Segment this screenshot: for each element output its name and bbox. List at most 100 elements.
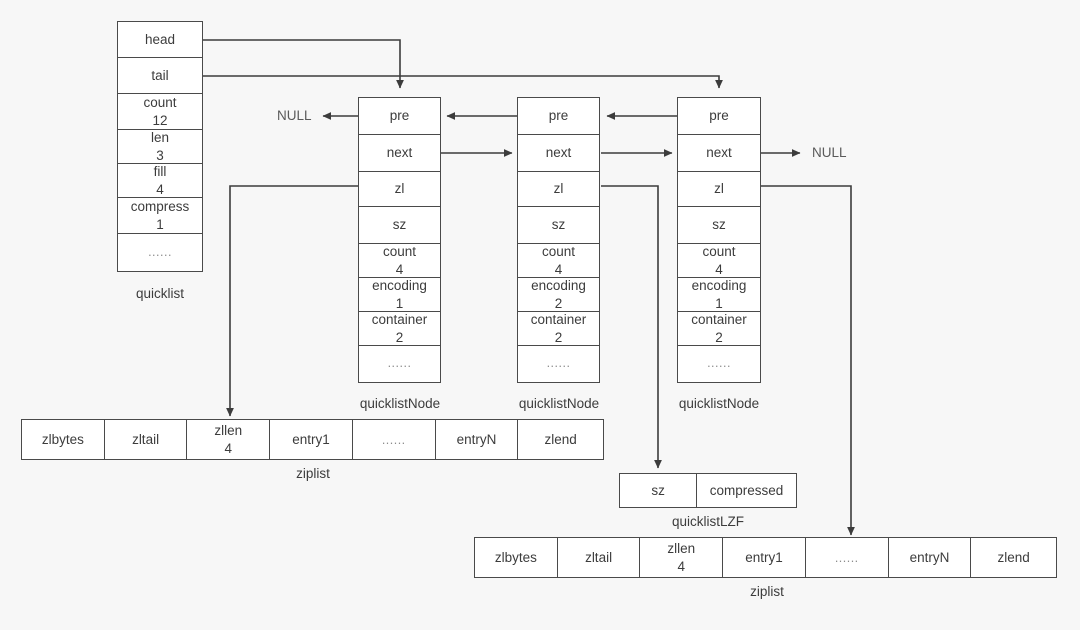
- node2-field-encoding: encoding 2: [518, 278, 599, 312]
- quicklistnode-3-caption: quicklistNode: [678, 396, 760, 411]
- quicklist-struct: head tail count 12 len 3 fill 4 compress…: [117, 21, 203, 272]
- lzf-cell-sz: sz: [620, 474, 698, 507]
- node2-field-container: container 2: [518, 312, 599, 346]
- cell-label: entryN: [456, 431, 497, 447]
- cell-label: sz: [651, 482, 665, 498]
- quicklist-field-len: len 3: [118, 130, 202, 164]
- field-label: zl: [394, 181, 405, 197]
- field-label: sz: [712, 217, 726, 233]
- field-label: next: [545, 145, 572, 161]
- quicklist-field-tail: tail: [118, 58, 202, 94]
- ziplist-top-cell-zlbytes: zlbytes: [22, 420, 105, 459]
- wire-head-to-node1: [203, 39, 404, 89]
- node1-field-container: container 2: [359, 312, 440, 346]
- node3-field-sz: sz: [678, 207, 760, 244]
- node2-field-zl: zl: [518, 172, 599, 207]
- quicklistnode-1-caption: quicklistNode: [359, 396, 441, 411]
- ellipsis-text: ......: [834, 550, 859, 565]
- node3-field-encoding: encoding 1: [678, 278, 760, 312]
- field-value: 3: [156, 147, 164, 163]
- cell-value: 4: [224, 440, 233, 456]
- node1-field-more: ......: [359, 346, 440, 380]
- ziplist-bottom-cell-zlend: zlend: [971, 538, 1056, 577]
- field-value: 12: [152, 112, 168, 128]
- field-label: encoding: [372, 278, 427, 294]
- node1-field-pre: pre: [359, 98, 440, 135]
- cell-label: entry1: [745, 549, 783, 565]
- ellipsis-text: ......: [707, 356, 731, 370]
- null-label-tail-next: NULL: [812, 145, 847, 160]
- node2-field-next: next: [518, 135, 599, 172]
- field-label: count: [143, 95, 177, 111]
- quicklist-field-fill: fill 4: [118, 164, 202, 198]
- field-label: sz: [392, 217, 407, 233]
- cell-label: zlend: [997, 549, 1030, 565]
- field-label: zl: [714, 181, 724, 197]
- node1-field-count: count 4: [359, 244, 440, 278]
- ziplist-bottom-caption: ziplist: [750, 584, 784, 599]
- field-value: 1: [156, 216, 164, 232]
- quicklistnode-1: pre next zl sz count 4 encoding 1 contai…: [358, 97, 441, 383]
- node2-field-count: count 4: [518, 244, 599, 278]
- field-value: 4: [156, 181, 164, 197]
- quicklist-caption: quicklist: [135, 286, 184, 301]
- ziplist-top-cell-zltail: zltail: [105, 420, 188, 459]
- field-label: next: [706, 145, 732, 161]
- ziplist-top-cell-more: ......: [353, 420, 436, 459]
- cell-label: zllen: [667, 541, 696, 557]
- quicklist-field-more: ......: [118, 234, 202, 270]
- node3-field-count: count 4: [678, 244, 760, 278]
- cell-label: zlend: [544, 431, 577, 447]
- cell-label: zltail: [132, 431, 160, 447]
- field-value: 1: [715, 295, 723, 311]
- ziplist-bottom-cell-zltail: zltail: [558, 538, 641, 577]
- node2-field-more: ......: [518, 346, 599, 380]
- node2-field-sz: sz: [518, 207, 599, 244]
- wire-node2-zl-to-lzf: [601, 185, 662, 469]
- ziplist-bottom-cell-entryn: entryN: [889, 538, 972, 577]
- field-label: next: [386, 145, 413, 161]
- field-label: head: [144, 31, 176, 47]
- field-label: tail: [151, 67, 169, 83]
- field-value: 1: [395, 295, 404, 311]
- quicklistlzf-caption: quicklistLZF: [671, 514, 744, 529]
- field-label: pre: [709, 108, 729, 124]
- ziplist-top-cell-entryn: entryN: [436, 420, 519, 459]
- field-label: count: [382, 244, 417, 260]
- cell-value: 4: [677, 558, 686, 574]
- quicklistnode-3: pre next zl sz count 4 encoding 1 contai…: [677, 97, 761, 383]
- ziplist-top: zlbytes zltail zllen 4 entry1 ...... ent…: [21, 419, 604, 460]
- field-label: count: [702, 244, 736, 260]
- ziplist-top-cell-zlend: zlend: [518, 420, 603, 459]
- node2-field-pre: pre: [518, 98, 599, 135]
- quicklist-field-count: count 12: [118, 94, 202, 130]
- node3-field-zl: zl: [678, 172, 760, 207]
- node1-field-sz: sz: [359, 207, 440, 244]
- field-label: count: [541, 244, 576, 260]
- field-label: encoding: [691, 278, 747, 294]
- ellipsis-text: ......: [546, 356, 571, 370]
- field-label: container: [691, 312, 747, 328]
- field-value: 4: [395, 261, 404, 277]
- field-label: sz: [551, 217, 566, 233]
- field-label: container: [371, 312, 428, 328]
- quicklist-field-compress: compress 1: [118, 198, 202, 234]
- field-label: fill: [153, 164, 167, 180]
- ziplist-bottom-cell-zllen: zllen 4: [640, 538, 724, 577]
- ziplist-top-caption: ziplist: [296, 466, 330, 481]
- field-label: pre: [389, 108, 410, 124]
- ziplist-bottom-cell-zlbytes: zlbytes: [475, 538, 558, 577]
- field-value: 2: [395, 329, 404, 345]
- null-label-head-prev: NULL: [277, 108, 312, 123]
- quicklistnode-2-caption: quicklistNode: [518, 396, 600, 411]
- field-label: compress: [130, 199, 190, 215]
- quicklistnode-2: pre next zl sz count 4 encoding 2 contai…: [517, 97, 600, 383]
- ziplist-top-cell-entry1: entry1: [270, 420, 353, 459]
- field-label: pre: [548, 108, 569, 124]
- field-label: container: [530, 312, 587, 328]
- field-label: len: [150, 130, 169, 146]
- field-value: 4: [715, 261, 723, 277]
- cell-label: entry1: [292, 431, 330, 447]
- lzf-cell-compressed: compressed: [697, 474, 796, 507]
